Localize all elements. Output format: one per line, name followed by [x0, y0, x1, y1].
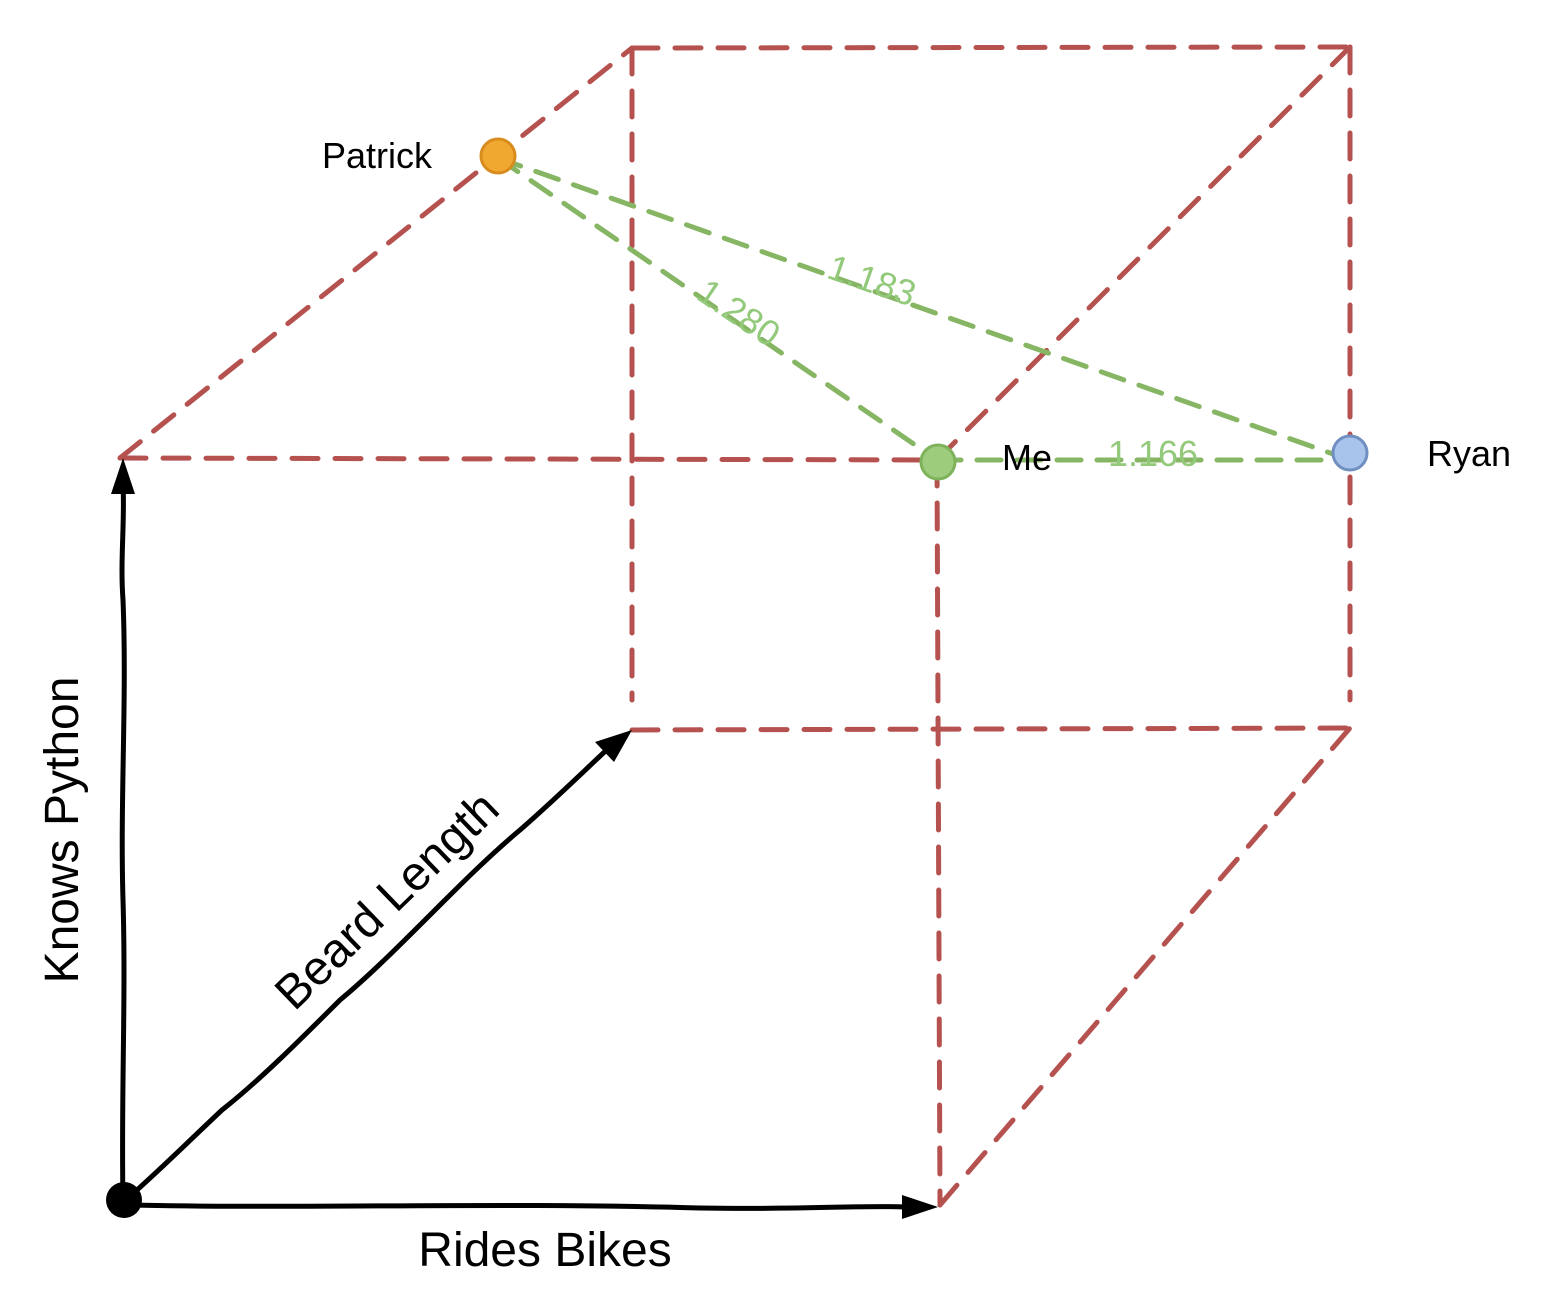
distance-line-patrick-ryan: [495, 155, 1353, 463]
point-ryan: [1331, 434, 1369, 472]
axis-rides-bikes-line: [127, 1202, 908, 1211]
axis-knows-python-arrowhead: [111, 458, 135, 494]
distance-label-patrick-ryan: 1.183: [823, 246, 922, 314]
person-ryan: Ryan: [1331, 433, 1511, 474]
cube-edge-back-bottom: [629, 725, 1353, 733]
distance-lines: [495, 155, 1353, 463]
origin-point: [106, 1182, 142, 1218]
axis-label-rides-bikes: Rides Bikes: [418, 1224, 671, 1277]
label-patrick: Patrick: [322, 135, 433, 176]
axis-beard-length-line: [125, 742, 615, 1201]
distance-label-me-ryan: 1.166: [1108, 433, 1198, 474]
cube-edge-top-left: [117, 45, 635, 461]
distance-label-patrick-me: 1.280: [690, 270, 788, 354]
axis-label-knows-python: Knows Python: [36, 677, 89, 984]
label-me: Me: [1002, 437, 1052, 478]
person-me: Me: [919, 437, 1052, 481]
point-patrick: [479, 137, 517, 175]
cube-edge-front-top: [117, 455, 940, 463]
axes: [106, 458, 938, 1219]
axis-beard-length-arrowhead: [595, 730, 632, 762]
axis-rides-bikes-arrowhead: [902, 1195, 938, 1219]
cube-edge-top-back: [629, 44, 1353, 51]
cube-edge-front-right-vertical: [934, 457, 943, 1208]
axis-label-beard-length: Beard Length: [265, 782, 509, 1020]
cube-edge-bottom-right: [937, 725, 1353, 1208]
distance-line-patrick-me: [495, 155, 940, 463]
point-me: [919, 443, 957, 481]
cube-edge-top-right: [934, 44, 1353, 463]
axis-knows-python-line: [119, 482, 127, 1203]
person-patrick: Patrick: [322, 135, 517, 176]
label-ryan: Ryan: [1427, 433, 1511, 474]
cube-wireframe: [117, 44, 1353, 1208]
